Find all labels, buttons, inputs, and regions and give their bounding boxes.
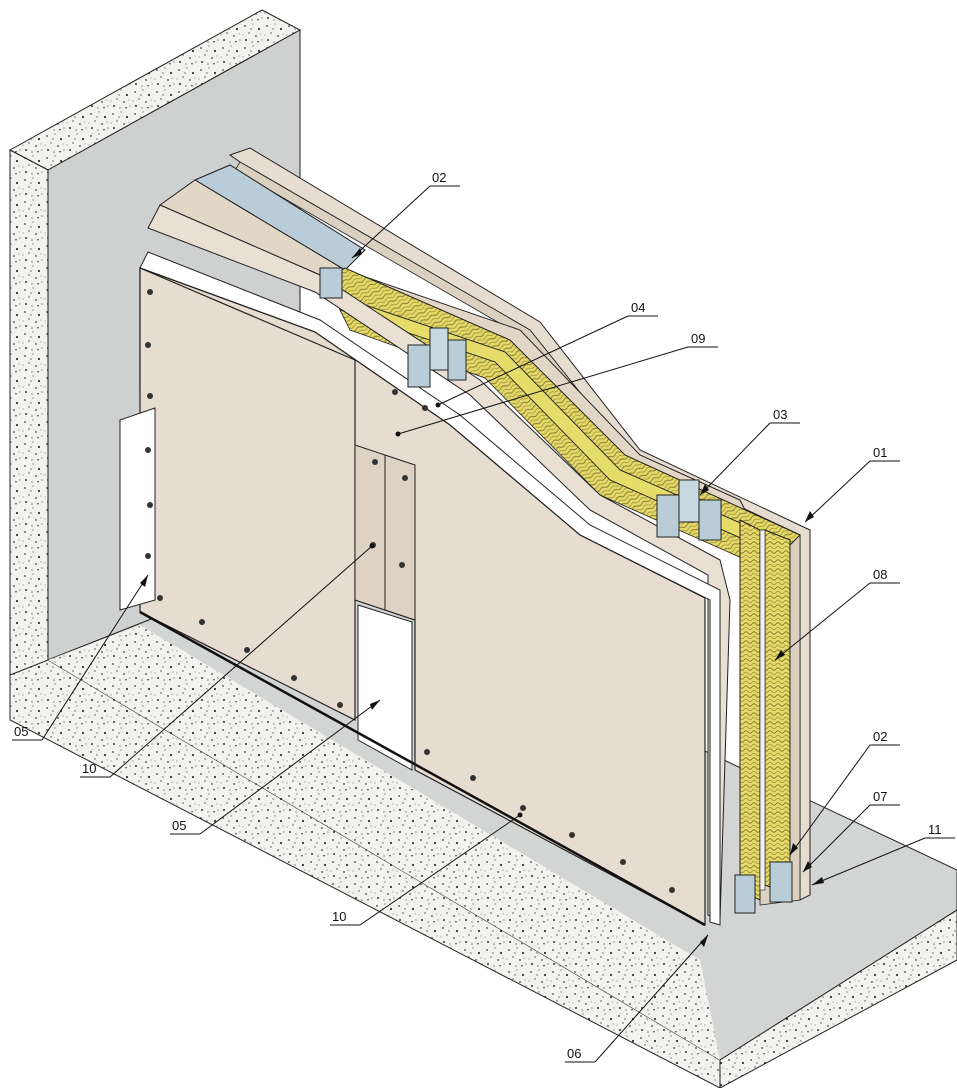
floor-right-edge xyxy=(719,909,957,1088)
stud-mid-3 xyxy=(447,339,467,381)
label-02-top: 02 xyxy=(432,170,446,185)
label-01: 01 xyxy=(873,445,887,460)
insulation-vertical-1 xyxy=(739,519,761,901)
board-layer-mid xyxy=(147,204,731,921)
opening-left xyxy=(119,407,156,611)
callout-08: 08 xyxy=(774,567,900,661)
floor-speckle-band xyxy=(48,625,720,1060)
insulation-vertical-2 xyxy=(764,529,791,896)
insulation-vertical-gap xyxy=(759,529,766,891)
label-03: 03 xyxy=(773,407,787,422)
callout-11: 11 xyxy=(811,822,955,886)
callout-05-left: 05 xyxy=(12,574,149,741)
steel-studs xyxy=(319,267,793,914)
drywall-assembly xyxy=(119,147,811,927)
callout-07: 07 xyxy=(802,789,900,873)
callout-06: 06 xyxy=(565,934,709,1063)
stud-mid-2 xyxy=(429,327,449,371)
stud-right-2 xyxy=(678,479,700,523)
callout-03: 03 xyxy=(699,407,800,496)
callout-02-bottom: 02 xyxy=(789,729,900,856)
label-05-center: 05 xyxy=(172,818,186,833)
callout-10-bottom: 10 xyxy=(330,812,523,926)
board-bottom-edge xyxy=(139,610,706,927)
label-02-bottom: 02 xyxy=(873,729,887,744)
callout-01: 01 xyxy=(804,445,900,523)
track-bottom-2 xyxy=(769,861,793,903)
stud-right-3 xyxy=(698,499,722,541)
screws xyxy=(145,289,675,893)
label-11: 11 xyxy=(928,822,942,837)
label-09: 09 xyxy=(691,331,705,346)
callout-09: 09 xyxy=(395,331,718,437)
back-wall-side xyxy=(9,149,49,691)
label-10-bottom: 10 xyxy=(332,909,346,924)
stud-top-left xyxy=(319,267,343,299)
callout-10-left: 10 xyxy=(80,543,375,778)
stud-right-1 xyxy=(656,494,680,538)
label-08: 08 xyxy=(873,567,887,582)
track-bottom-1 xyxy=(734,874,756,914)
callout-05-center: 05 xyxy=(170,699,381,835)
label-07: 07 xyxy=(873,789,887,804)
label-04: 04 xyxy=(631,300,645,315)
callout-04: 04 xyxy=(435,300,658,408)
opening-center xyxy=(357,604,413,771)
label-05-left: 05 xyxy=(14,724,28,739)
stud-mid-1 xyxy=(407,344,431,388)
label-10-left: 10 xyxy=(82,761,96,776)
callout-02-top: 02 xyxy=(351,170,460,259)
callouts: 02 04 09 03 01 xyxy=(12,170,955,1063)
label-06: 06 xyxy=(567,1046,581,1061)
